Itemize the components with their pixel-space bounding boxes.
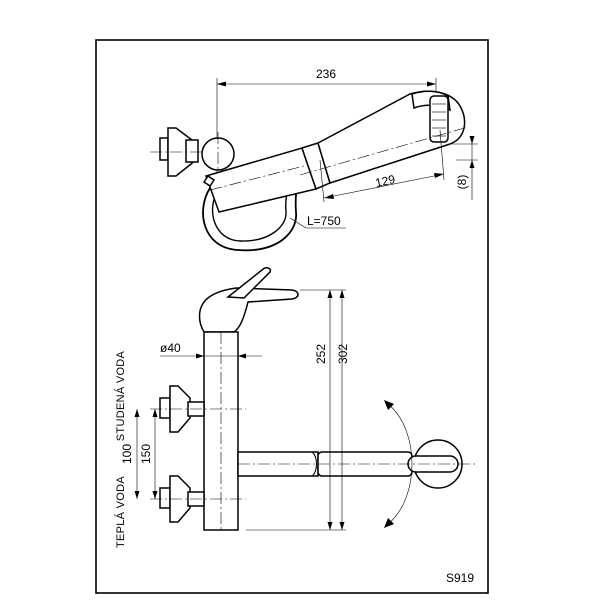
head-centerline xyxy=(299,126,469,176)
dim-129-ext-left xyxy=(319,159,325,203)
dim-129-label: 129 xyxy=(374,172,397,190)
arrow xyxy=(196,353,204,359)
arrow xyxy=(339,522,345,530)
drawing-frame xyxy=(95,39,489,594)
arrow xyxy=(427,81,436,87)
front-view: ø40 100 150 STUDENÁ VODA TEPLÁ VODA xyxy=(114,267,478,548)
dim-129-ext-right xyxy=(439,129,445,181)
dim-100-label: 100 xyxy=(120,444,134,464)
arrow xyxy=(134,409,140,417)
hot-water-connector xyxy=(150,475,246,523)
cold-water-label: STUDENÁ VODA xyxy=(114,350,127,441)
arrow xyxy=(324,194,334,199)
wall-nut xyxy=(159,137,169,161)
spout-joint xyxy=(311,451,318,477)
spray-nozzle xyxy=(429,95,449,143)
top-view: 236 129 xyxy=(150,67,478,252)
arrow xyxy=(152,409,158,417)
arrow xyxy=(327,290,333,298)
dim-150-label: 150 xyxy=(139,444,153,464)
dim-diameter-label: ø40 xyxy=(160,341,181,355)
arm-pin xyxy=(202,174,216,188)
arrow xyxy=(384,518,394,528)
dim-8-label: (8) xyxy=(455,175,469,190)
arrow xyxy=(217,81,226,87)
arrow xyxy=(327,522,333,530)
arrow xyxy=(238,353,246,359)
hose-leader xyxy=(289,217,307,229)
handle-lever xyxy=(198,287,299,333)
arm-centerline xyxy=(209,165,305,191)
dim-129-line xyxy=(323,173,445,199)
arrow xyxy=(152,491,158,499)
rotation-arc xyxy=(387,403,413,525)
dim-236-label: 236 xyxy=(316,67,336,81)
arrow xyxy=(434,173,444,178)
arrow xyxy=(339,290,345,298)
connector-nut xyxy=(159,397,171,419)
drawing-code: S919 xyxy=(446,571,474,585)
dim-hose-label: L=750 xyxy=(307,214,341,228)
arrow xyxy=(134,491,140,499)
cold-water-connector xyxy=(150,385,246,433)
arrow xyxy=(469,136,475,144)
dim-252-label: 252 xyxy=(314,344,328,364)
hot-water-label: TEPLÁ VODA xyxy=(114,476,127,548)
connector-nut xyxy=(159,487,171,509)
handle-lever-raised xyxy=(226,267,272,299)
arrow xyxy=(469,160,475,168)
dim-302-label: 302 xyxy=(336,344,350,364)
arrow xyxy=(384,400,394,410)
flange-nut xyxy=(185,139,199,163)
